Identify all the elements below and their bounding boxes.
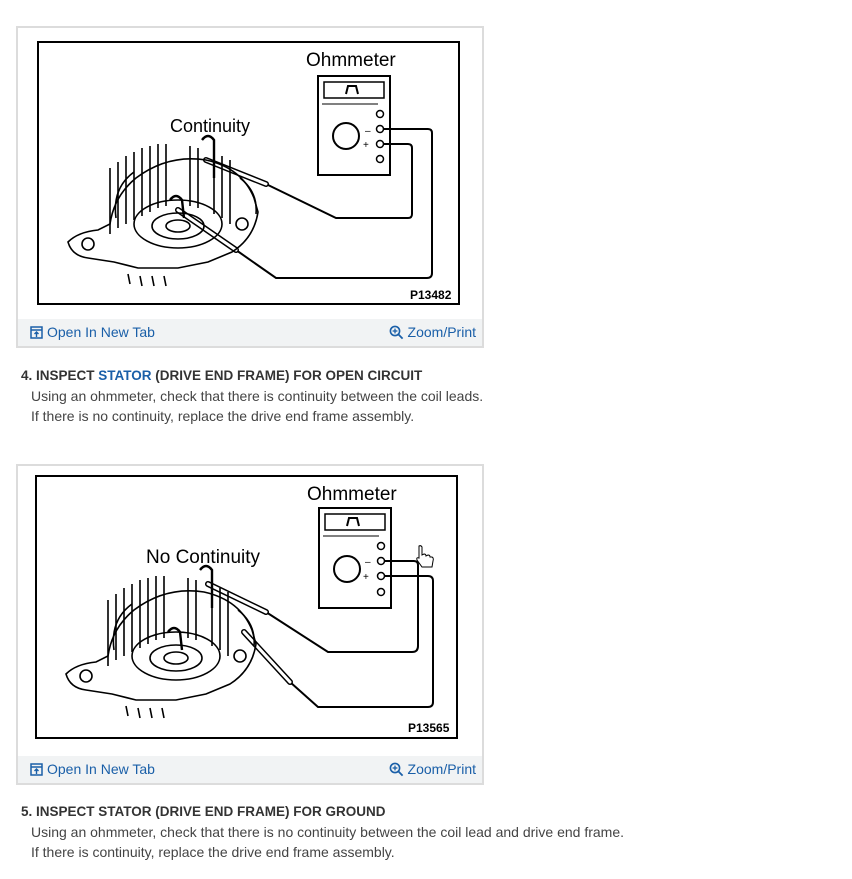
ohmmeter-continuity-diagram: Ohmmeter – +	[37, 41, 460, 305]
probe-wire-negative	[265, 560, 419, 653]
zoom-print-label: Zoom/Print	[407, 761, 476, 777]
figure-no-continuity: Ohmmeter – +	[16, 464, 484, 785]
section-4-line-2: If there is no continuity, replace the d…	[31, 408, 415, 424]
zoom-print-label: Zoom/Print	[407, 324, 476, 340]
figure-id: P13482	[410, 288, 452, 302]
magnifier-plus-icon	[389, 762, 403, 776]
hand-cursor-icon	[416, 545, 434, 568]
probe-wire-positive	[265, 143, 413, 219]
svg-text:+: +	[363, 572, 369, 583]
zoom-print-button[interactable]: Zoom/Print	[389, 761, 476, 777]
figure-toolbar: Open In New Tab Zoom/Print	[18, 756, 482, 783]
heading-suffix: (DRIVE END FRAME) FOR OPEN CIRCUIT	[151, 368, 423, 383]
ohm-symbol-icon	[345, 85, 359, 95]
drive-end-frame-sketch	[65, 564, 257, 719]
probe-wire-negative	[235, 128, 433, 279]
probe-wire-positive	[289, 575, 434, 708]
heading-prefix: 4. INSPECT	[21, 368, 99, 383]
open-in-new-tab-label: Open In New Tab	[47, 324, 155, 340]
section-5-line-2: If there is continuity, replace the driv…	[31, 844, 395, 860]
section-5-heading: 5. INSPECT STATOR (DRIVE END FRAME) FOR …	[21, 804, 386, 819]
magnifier-plus-icon	[389, 325, 403, 339]
drive-end-frame-sketch	[67, 134, 259, 287]
continuity-label: Continuity	[170, 116, 250, 136]
ohmmeter-no-continuity-diagram: Ohmmeter – +	[35, 475, 458, 739]
section-4-heading: 4. INSPECT STATOR (DRIVE END FRAME) FOR …	[21, 366, 483, 386]
stator-link[interactable]: STATOR	[98, 368, 152, 383]
diagram-continuity[interactable]: Ohmmeter – +	[18, 28, 482, 318]
meter-label: Ohmmeter	[306, 50, 396, 71]
meter-dial	[333, 555, 361, 583]
open-new-tab-icon	[30, 762, 43, 776]
open-in-new-tab-button[interactable]: Open In New Tab	[30, 761, 155, 777]
diagram-no-continuity[interactable]: Ohmmeter – +	[18, 466, 482, 756]
svg-text:–: –	[365, 557, 371, 568]
open-in-new-tab-label: Open In New Tab	[47, 761, 155, 777]
open-new-tab-icon	[30, 325, 43, 339]
zoom-print-button[interactable]: Zoom/Print	[389, 324, 476, 340]
figure-id: P13565	[408, 721, 450, 735]
meter-dial	[332, 122, 360, 150]
section-5-line-1: Using an ohmmeter, check that there is n…	[31, 824, 625, 840]
svg-text:–: –	[365, 126, 371, 137]
section-4: 4. INSPECT STATOR (DRIVE END FRAME) FOR …	[21, 366, 483, 426]
figure-toolbar: Open In New Tab Zoom/Print	[18, 319, 482, 346]
section-5: 5. INSPECT STATOR (DRIVE END FRAME) FOR …	[21, 802, 624, 862]
ohm-symbol-icon	[346, 517, 360, 527]
figure-continuity: Ohmmeter – +	[16, 26, 484, 348]
no-continuity-label: No Continuity	[146, 547, 261, 568]
open-in-new-tab-button[interactable]: Open In New Tab	[30, 324, 155, 340]
section-4-line-1: Using an ohmmeter, check that there is c…	[31, 388, 484, 404]
svg-text:+: +	[363, 140, 369, 151]
meter-label: Ohmmeter	[307, 484, 397, 505]
